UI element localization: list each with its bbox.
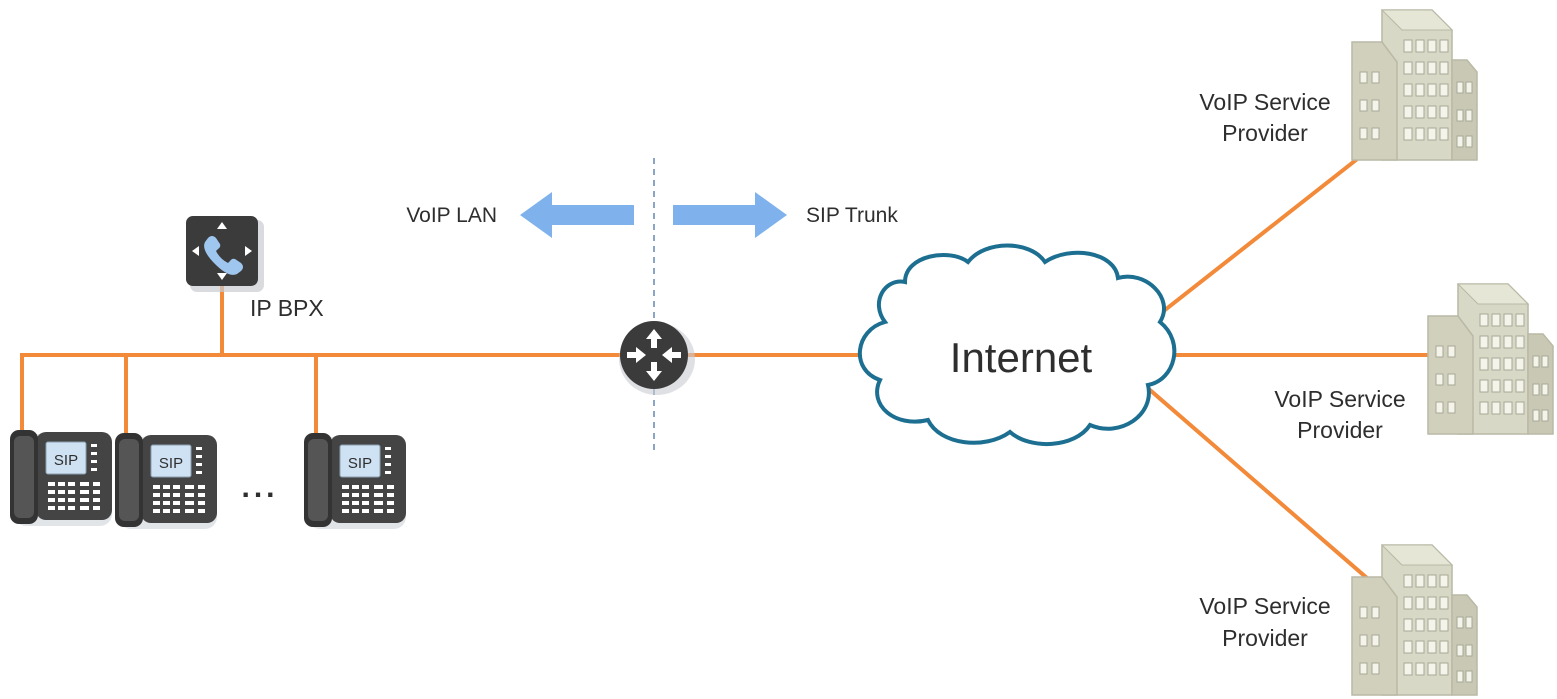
cloud-icon [857,243,1177,446]
ip-pbx-label: IP BPX [250,295,324,321]
voip-lan-arrow-icon [520,192,634,238]
sip-phone-1: SIP [9,429,113,527]
provider-bottom-label-line1: VoIP Service [1199,593,1330,619]
sip-phone-icon [114,432,218,530]
provider-bottom-building [1351,544,1478,696]
provider-mid-label-line1: VoIP Service [1274,386,1405,412]
network-links [20,142,1442,588]
sip-phone-icon [303,432,407,530]
phone-3-screen-label: SIP [348,455,372,472]
internet-to-provider-top-line [1162,142,1378,313]
provider-top-label-line2: Provider [1222,120,1308,146]
more-phones-ellipsis: ... [241,471,278,504]
sip-trunk-label: SIP Trunk [806,204,898,227]
internet-label: Internet [950,334,1093,381]
provider-mid-building [1427,283,1554,435]
sip-phone-3: SIP [303,432,407,530]
voip-lan-label: VoIP LAN [406,204,497,227]
phone-1-screen-label: SIP [54,452,78,469]
sip-phone-icon [9,429,113,527]
internet-to-provider-bottom-line [1147,387,1378,588]
provider-top-label-line1: VoIP Service [1199,89,1330,115]
office-building-icon [1351,9,1478,161]
sip-phone-2: SIP [114,432,218,530]
office-building-icon [1351,544,1478,696]
sip-trunk-arrow-icon [673,192,787,238]
router-icon [619,321,695,395]
ip-pbx-icon [186,216,264,292]
office-building-icon [1427,283,1554,435]
provider-mid-label-line2: Provider [1297,417,1383,443]
provider-top-building [1351,9,1478,161]
phone-2-screen-label: SIP [159,455,183,472]
provider-bottom-label-line2: Provider [1222,625,1308,651]
